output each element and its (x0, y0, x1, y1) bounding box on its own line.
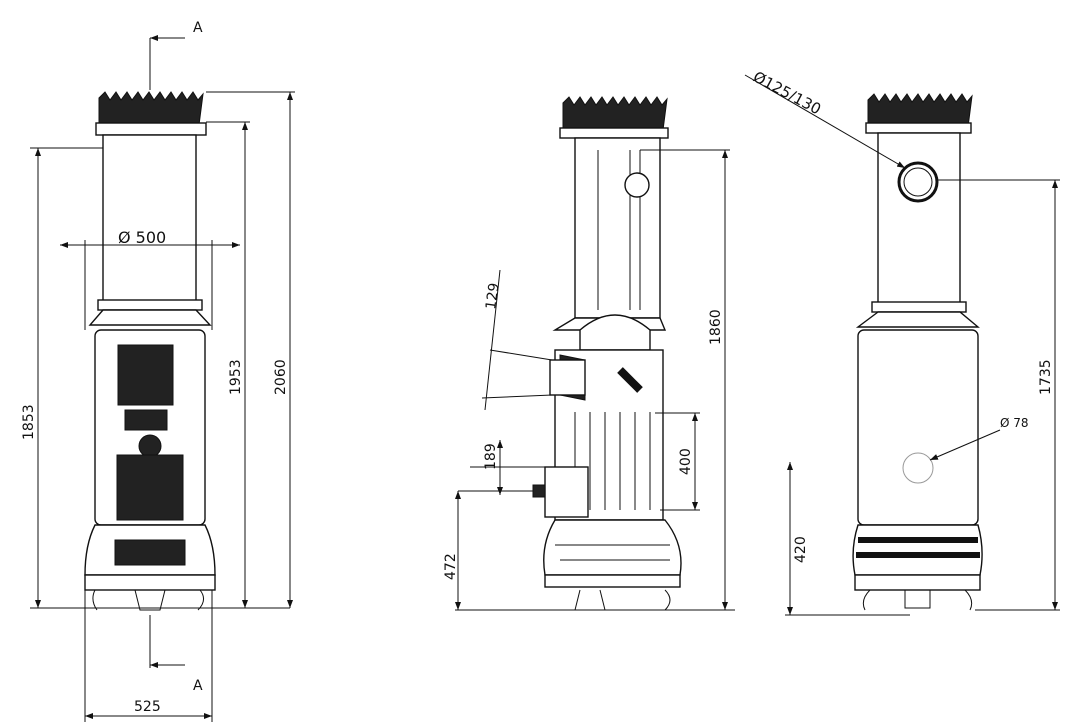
dim-400-label: 400 (678, 448, 694, 475)
dim-189-label: 189 (483, 443, 499, 470)
front-stove-outline (84, 91, 216, 611)
height-1953-label: 1953 (228, 359, 244, 395)
height-2060-label: 2060 (273, 359, 289, 395)
rear-stove-outline (852, 93, 983, 611)
height-420-label: 420 (793, 536, 809, 563)
front-view: A A Ø 500 1853 1953 2060 525 (21, 20, 295, 722)
dim-1860-label: 1860 (708, 309, 724, 345)
height-1735-label: 1735 (1038, 359, 1054, 395)
dim-129-label: 129 (483, 282, 503, 311)
rear-view: Ø125/130 Ø 78 1735 420 (744, 68, 1060, 616)
height-1853-label: 1853 (21, 404, 37, 440)
flue-diameter-label: Ø125/130 (750, 68, 824, 119)
section-label-bottom: A (193, 678, 203, 694)
side-section-view: 129 189 472 400 1860 (443, 96, 735, 611)
air-inlet-diameter-label: Ø 78 (1000, 416, 1029, 430)
width-525-label: 525 (134, 699, 161, 715)
side-stove-outline (532, 96, 682, 611)
dim-472-label: 472 (443, 553, 459, 580)
section-label-top: A (193, 20, 203, 36)
diameter-500-label: Ø 500 (118, 228, 166, 247)
